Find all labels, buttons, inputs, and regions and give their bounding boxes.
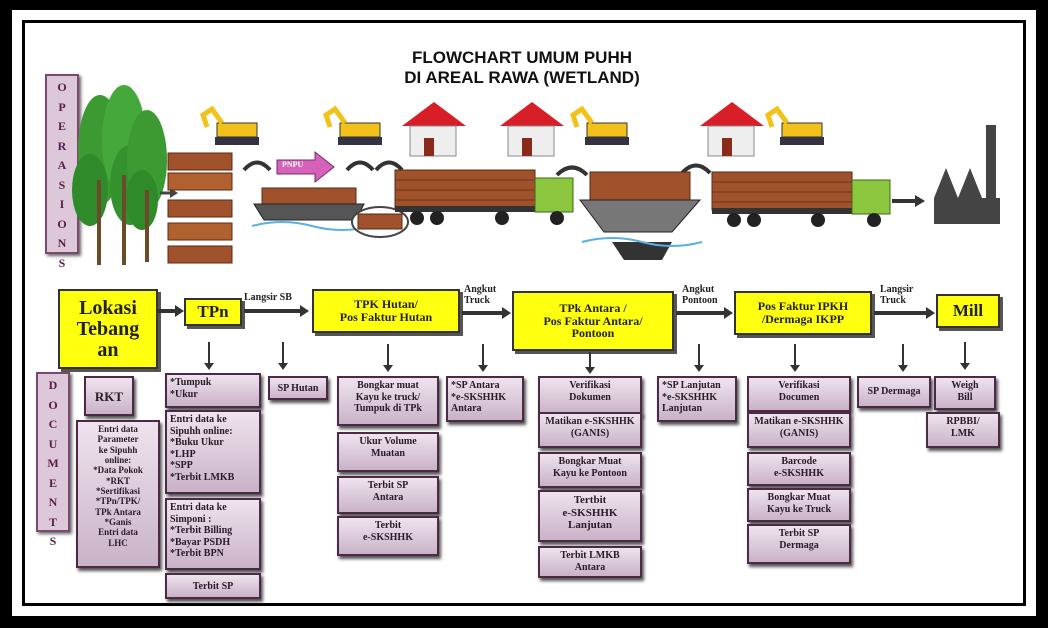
doc-weigh-bill: Weigh Bill [934, 376, 996, 410]
operations-label-letter: O [57, 80, 67, 94]
operations-illustration [72, 85, 1000, 265]
documents-label-letter: U [48, 436, 58, 451]
flowchart-frame: FLOWCHART UMUM PUHH DI AREAL RAWA (WETLA… [12, 10, 1036, 616]
operations-label-letter: I [59, 197, 65, 211]
doc-rpbbi-lmk: RPBBI/ LMK [926, 412, 1000, 448]
doc-antara-bongkar-muat: Bongkar Muat Kayu ke Pontoon [538, 452, 642, 488]
operations-label-letter: S [58, 177, 66, 192]
stage-lokasi-tebangan: Lokasi Tebang an [58, 289, 158, 369]
doc-ipkh-bongkar-muat: Bongkar Muat Kayu ke Truck [747, 488, 851, 522]
doc-sp-antara-eskshhk: *SP Antara *e-SKSHHK Antara [446, 376, 524, 422]
doc-sp-hutan: SP Hutan [268, 376, 328, 400]
curved-arrow-icon [242, 160, 272, 172]
stage-mill: Mill [936, 294, 1000, 328]
stage-tpk-hutan: TPK Hutan/ Pos Faktur Hutan [312, 289, 460, 333]
documents-label-letter: O [48, 397, 58, 412]
doc-tpk-terbit-sp-antara: Terbit SP Antara [337, 476, 439, 514]
doc-antara-terbit-eskshhk-lanjutan: Tertbit e-SKSHHK Lanjutan [538, 490, 642, 542]
doc-entri-parameter-sipuhh: Entri data Parameter ke Sipuhh online: *… [76, 420, 160, 568]
operations-label-letter: P [58, 99, 66, 114]
flow-arrow [874, 307, 935, 319]
operations-label-letter: R [57, 138, 67, 153]
curved-arrow-icon [680, 163, 712, 175]
down-arrow [383, 344, 393, 372]
down-arrow [790, 344, 800, 372]
flow-arrow [676, 307, 733, 319]
operations-label-letter: E [57, 119, 66, 133]
transfer-label-angkut-truck: Angkut Truck [464, 284, 497, 306]
operations-label-letter: N [57, 236, 67, 250]
doc-ipkh-barcode: Barcode e-SKSHHK [747, 452, 851, 486]
pnpu-label: PNPU [282, 160, 304, 169]
log-stack-icon [167, 152, 233, 264]
transfer-label-angkut-pontoon: Angkut Pontoon [682, 284, 718, 306]
documents-label-letter: M [47, 456, 59, 470]
log-truck-icon [394, 169, 574, 225]
excavator-icon [200, 105, 259, 145]
down-arrow [585, 352, 595, 374]
down-arrow [694, 344, 704, 372]
tree-icon [126, 110, 167, 262]
operations-label-letter: A [57, 158, 67, 172]
down-arrow [204, 342, 214, 370]
documents-label-letter: S [49, 534, 57, 548]
stage-pos-faktur-ipkh: Pos Faktur IPKH /Dermaga IKPP [734, 291, 872, 335]
operations-label-letter: S [58, 255, 66, 270]
flow-arrow [462, 307, 511, 319]
stage-tpk-antara: TPk Antara / Pos Faktur Antara/ Pontoon [512, 291, 674, 351]
house-icon [500, 102, 564, 157]
doc-antara-verifikasi: Verifikasi Dokumen [538, 376, 642, 416]
log-truck-icon [711, 171, 891, 227]
doc-tpn-terbit-sp: Terbit SP [165, 573, 261, 599]
curved-arrow-icon [555, 165, 589, 177]
title-line-2: DI AREAL RAWA (WETLAND) [404, 68, 640, 87]
flow-arrow [157, 305, 184, 317]
down-arrow [898, 344, 908, 372]
doc-antara-terbit-lmkb: Terbit LMKB Antara [538, 546, 642, 578]
stage-tpn: TPn [184, 298, 242, 326]
doc-tpk-ukur-volume: Ukur Volume Muatan [337, 432, 439, 472]
operations-label-letter: O [57, 216, 67, 231]
title-line-1: FLOWCHART UMUM PUHH [411, 48, 633, 67]
transfer-label-langsir-truck: Langsir Truck [880, 284, 914, 306]
flow-arrow [244, 305, 309, 317]
documents-label-letter: D [48, 378, 58, 392]
doc-ipkh-terbit-sp-dermaga: Terbit SP Dermaga [747, 524, 851, 564]
doc-rkt: RKT [84, 376, 134, 416]
down-arrow [960, 342, 970, 370]
excavator-icon [765, 105, 824, 145]
curved-arrow-icon [374, 160, 404, 172]
doc-tpn-tumpuk-ukur: *Tumpuk *Ukur [165, 373, 261, 408]
doc-ipkh-matikan-eskshhk: Matikan e-SKSHHK (GANIS) [747, 412, 851, 448]
transfer-label-langsir-sb: Langsir SB [244, 292, 292, 303]
barge-icon [251, 187, 373, 231]
pnpu-arrow-icon [276, 150, 335, 184]
curved-arrow-icon [345, 160, 375, 172]
excavator-icon [323, 105, 382, 145]
doc-tpn-entri-sipuhh: Entri data ke Sipuhh online: *Buku Ukur … [165, 410, 261, 494]
doc-antara-matikan-eskshhk: Matikan e-SKSHHK (GANIS) [538, 412, 642, 448]
factory-icon [934, 125, 1000, 224]
doc-tpk-terbit-eskshhk: Terbit e-SKSHHK [337, 516, 439, 556]
doc-tpk-bongkar-muat: Bongkar muat Kayu ke truck/ Tumpuk di TP… [337, 376, 439, 426]
down-arrow [478, 344, 488, 372]
excavator-icon [570, 105, 629, 145]
doc-ipkh-verifikasi: Verifikasi Documen [747, 376, 851, 412]
ship-icon [579, 171, 703, 260]
doc-sp-lanjutan-eskshhk: *SP Lanjutan *e-SKSHHK Lanjutan [657, 376, 737, 422]
documents-label-letter: C [48, 417, 58, 431]
house-icon [402, 102, 466, 157]
documents-label-letter: T [48, 514, 57, 529]
doc-tpn-entri-simponi: Entri data ke Simponi : *Terbit Billing … [165, 498, 261, 570]
documents-label-letter: E [48, 475, 57, 490]
documents-label-letter: N [48, 495, 58, 509]
doc-sp-dermaga: SP Dermaga [857, 376, 931, 408]
down-arrow [278, 342, 288, 370]
house-icon [700, 102, 764, 157]
